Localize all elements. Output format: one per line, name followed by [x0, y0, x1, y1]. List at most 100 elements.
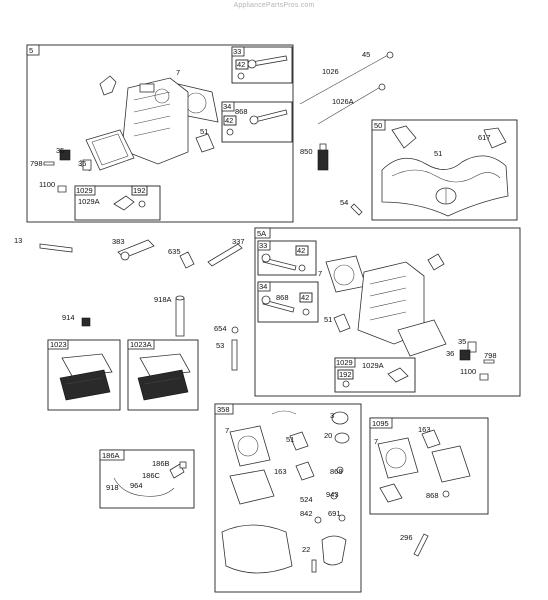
- manifold-gasket-right: [483, 127, 507, 149]
- callout-617: 617: [478, 133, 491, 142]
- group-1095-frame: [369, 417, 489, 515]
- group-5-tag: [26, 44, 40, 56]
- rocker-subgroup-1029: [74, 185, 161, 221]
- nut-part: [57, 185, 67, 193]
- group-1023-label: 1023: [50, 340, 67, 349]
- group-1023: 1023: [47, 339, 121, 411]
- callout-868b: 868: [276, 293, 289, 302]
- group-1023A: 1023A: [127, 339, 199, 411]
- sealant-tube: 850: [300, 143, 329, 171]
- callout-842: 842: [300, 509, 313, 518]
- spark-plug-337: [207, 243, 243, 267]
- callout-20: 20: [324, 431, 332, 440]
- group-1095: 1095 163 7 868: [369, 417, 489, 515]
- subgroup-34-label: 34: [223, 102, 231, 111]
- bolt-part: [43, 161, 55, 166]
- callout-918: 918: [106, 483, 119, 492]
- intake-valve-part: [251, 55, 288, 67]
- callout-186B: 186B: [152, 459, 170, 468]
- plug-914: 914: [62, 313, 91, 327]
- group-5-frame: [26, 44, 294, 223]
- group-50-frame: [371, 119, 518, 221]
- valve-subgroup-33: [231, 46, 293, 84]
- callout-3: 3: [330, 411, 334, 420]
- callout-45: 45: [362, 50, 370, 59]
- tube-918A: 918A: [154, 295, 185, 337]
- subgroup-1029b-label: 1029: [336, 358, 353, 367]
- subgroup-42d-label: 42: [301, 293, 309, 302]
- studs-654-53: 654 53: [214, 324, 239, 371]
- group-1095-label: 1095: [372, 419, 389, 428]
- group-358: 358 3 7 51 20 163 868 524 943 842 691 22: [214, 403, 362, 593]
- valve-cover-gasket-5A: [397, 319, 447, 357]
- callout-51: 51: [200, 127, 208, 136]
- subgroup-33-label: 33: [233, 47, 241, 56]
- callout-524: 524: [300, 495, 313, 504]
- callout-964: 964: [130, 481, 143, 490]
- group-5A-label: 5A: [257, 229, 266, 238]
- group-186A: 186A 186B 186C 918 964: [99, 449, 195, 509]
- callout-36: 36: [78, 159, 86, 168]
- callout-51b: 51: [434, 149, 442, 158]
- subgroup-42-label: 42: [237, 60, 245, 69]
- valve-spring-part: [59, 149, 71, 161]
- callout-691: 691: [328, 509, 341, 518]
- callout-1026A: 1026A: [332, 97, 354, 106]
- fitting-635: [179, 251, 195, 269]
- callout-163b: 163: [418, 425, 431, 434]
- callout-7b: 7: [318, 269, 322, 278]
- callout-54: 54: [340, 198, 348, 207]
- group-1023A-frame: [127, 339, 199, 411]
- callout-868: 868: [235, 107, 248, 116]
- bolt-54: 54: [340, 198, 363, 216]
- valve-cover-1023: [59, 369, 111, 401]
- watermark: AppliancePartsPros.com: [233, 2, 315, 9]
- callout-943: 943: [326, 490, 339, 499]
- callout-36b: 36: [446, 349, 454, 358]
- group-358-frame: [214, 403, 362, 593]
- callout-337: 337: [232, 237, 245, 246]
- manifold-gasket-left: [391, 125, 417, 149]
- subgroup-42c-label: 42: [297, 246, 305, 255]
- group-186A-frame: [99, 449, 195, 509]
- callout-1029Ab: 1029A: [362, 361, 384, 370]
- subgroup-192-label: 192: [133, 186, 146, 195]
- callout-383: 383: [112, 237, 125, 246]
- stud-296: 296: [400, 533, 429, 557]
- intake-manifold-part: [381, 155, 509, 217]
- valve-subgroup-33b: [257, 240, 317, 276]
- callout-798: 798: [30, 159, 43, 168]
- exhaust-valve-part: [253, 109, 288, 123]
- valve-subgroup-34: [221, 101, 293, 143]
- callout-7: 7: [176, 68, 180, 77]
- callout-35: 35: [56, 146, 64, 155]
- callout-51c: 51: [324, 315, 332, 324]
- intake-gasket: [195, 133, 215, 153]
- callout-35b: 35: [458, 337, 466, 346]
- subgroup-33b-label: 33: [259, 241, 267, 250]
- subgroup-42b-label: 42: [225, 116, 233, 125]
- callout-850: 850: [300, 147, 313, 156]
- subgroup-192b-label: 192: [339, 370, 352, 379]
- group-358-label: 358: [217, 405, 230, 414]
- subgroup-34b-label: 34: [259, 282, 267, 291]
- callout-186C: 186C: [142, 471, 161, 480]
- rocker-arm-part: [113, 195, 135, 211]
- stud-13: [39, 243, 73, 253]
- rocker-subgroup-1029b: [334, 357, 416, 393]
- callout-1100b: 1100: [460, 367, 476, 376]
- group-50-label: 50: [374, 121, 382, 130]
- callout-798b: 798: [484, 351, 497, 360]
- head-gasket-5A: [325, 255, 367, 293]
- breather-gasket: [99, 75, 117, 96]
- group-1023-frame: [47, 339, 121, 411]
- group-50: 50 617 51: [371, 119, 518, 221]
- callout-1100: 1100: [39, 180, 55, 189]
- callout-7d: 7: [374, 437, 378, 446]
- group-1023A-label: 1023A: [130, 340, 152, 349]
- group-5A: 5A 33 42 34 42 1029 192 7: [254, 227, 521, 397]
- callout-296: 296: [400, 533, 413, 542]
- callout-914: 914: [62, 313, 75, 322]
- group-5-label: 5: [29, 46, 33, 55]
